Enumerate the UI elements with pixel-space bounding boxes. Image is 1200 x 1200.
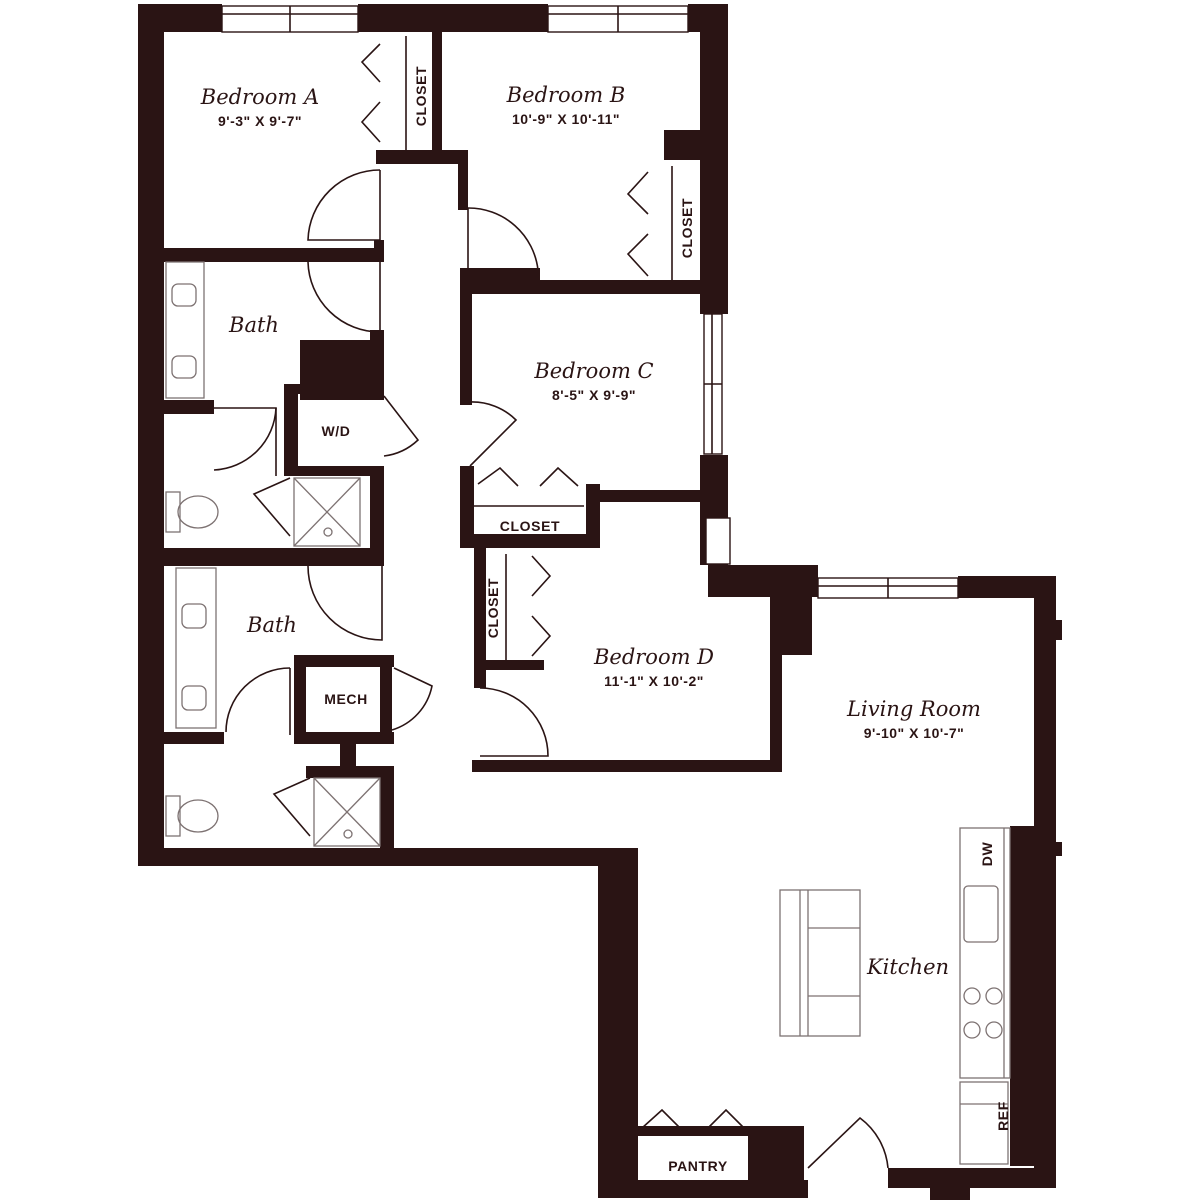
- room-label-kitchen: Kitchen: [866, 955, 949, 979]
- pantry-label: PANTRY: [668, 1158, 728, 1174]
- walls: [138, 4, 1062, 1200]
- dw-label: DW: [979, 842, 995, 867]
- mech-label: MECH: [324, 691, 368, 707]
- closet-c-label: CLOSET: [500, 518, 560, 534]
- svg-text:Bedroom A: Bedroom A: [200, 85, 319, 109]
- svg-text:8'-5" X 9'-9": 8'-5" X 9'-9": [552, 387, 636, 403]
- toilet-icon: [165, 795, 219, 837]
- svg-text:Bedroom C: Bedroom C: [533, 359, 653, 383]
- door-swing-icon: [213, 169, 889, 1169]
- room-label-bath-2: Bath: [246, 613, 297, 637]
- bath-2-fixtures: [165, 567, 381, 847]
- sink-icon: [963, 885, 999, 943]
- room-label-bedroom-c: Bedroom C 8'-5" X 9'-9": [533, 359, 653, 403]
- kitchen-fixtures: [779, 827, 1011, 1165]
- svg-text:9'-10" X 10'-7": 9'-10" X 10'-7": [864, 725, 965, 741]
- room-label-bedroom-a: Bedroom A 9'-3" X 9'-7": [200, 85, 319, 129]
- window-icon: [221, 5, 959, 599]
- room-label-bedroom-d: Bedroom D 11'-1" X 10'-2": [593, 645, 714, 689]
- bath-1-fixtures: [165, 261, 361, 547]
- svg-text:Living Room: Living Room: [846, 697, 981, 721]
- sink-icon: [181, 685, 207, 711]
- room-label-living-room: Living Room 9'-10" X 10'-7": [846, 697, 981, 741]
- shower-icon: [272, 777, 381, 847]
- closet-d-label: CLOSET: [485, 578, 501, 638]
- cooktop-icon: [963, 987, 1003, 1039]
- sink-icon: [181, 603, 207, 629]
- svg-text:Kitchen: Kitchen: [866, 955, 949, 979]
- shower-icon: [252, 477, 361, 547]
- sink-icon: [171, 355, 197, 379]
- room-label-bath-1: Bath: [228, 313, 279, 337]
- svg-text:9'-3" X 9'-7": 9'-3" X 9'-7": [218, 113, 302, 129]
- closet-a-label: CLOSET: [413, 66, 429, 126]
- svg-text:Bath: Bath: [246, 613, 297, 637]
- svg-text:Bedroom D: Bedroom D: [593, 645, 714, 669]
- svg-text:Bedroom B: Bedroom B: [506, 83, 626, 107]
- sink-icon: [171, 283, 197, 307]
- wd-label: W/D: [321, 423, 350, 439]
- bifold-door-icon: [360, 36, 745, 1129]
- toilet-icon: [165, 491, 219, 533]
- svg-text:Bath: Bath: [228, 313, 279, 337]
- closet-b-label: CLOSET: [679, 198, 695, 258]
- ref-label: REF: [995, 1101, 1011, 1131]
- svg-text:11'-1" X 10'-2": 11'-1" X 10'-2": [604, 673, 704, 689]
- room-label-bedroom-b: Bedroom B 10'-9" X 10'-11": [506, 83, 626, 127]
- svg-text:10'-9" X 10'-11": 10'-9" X 10'-11": [512, 111, 620, 127]
